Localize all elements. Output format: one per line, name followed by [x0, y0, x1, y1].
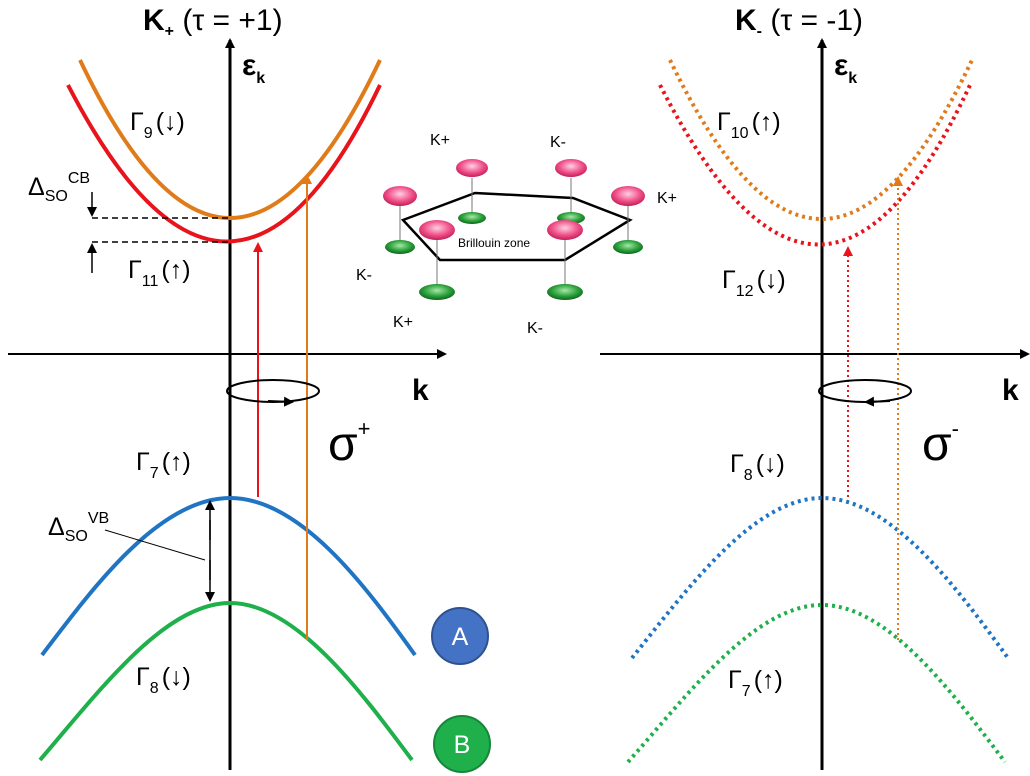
bz-site-top-left — [456, 159, 488, 224]
exciton-b-label: B — [454, 731, 471, 759]
bz-site-top-right — [555, 159, 587, 224]
right-gamma-cb-upper: Γ10(↑) — [717, 108, 781, 142]
right-panel-title: K- (τ = -1) — [735, 4, 863, 40]
left-delta-vb-label: ΔSOVB — [48, 510, 109, 545]
left-gamma-vb-upper: Γ7(↑) — [136, 448, 191, 482]
right-gamma-cb-lower: Γ12(↓) — [722, 266, 786, 300]
left-vb-leader-line — [105, 530, 205, 560]
left-polarization-ellipse — [227, 380, 319, 402]
bz-label-right: K+ — [657, 190, 677, 207]
right-polarization-label: σ- — [922, 416, 959, 471]
bz-label-top-left: K+ — [430, 132, 450, 149]
left-momentum-axis-label: k — [412, 374, 429, 407]
left-polarization-label: σ+ — [328, 416, 370, 471]
right-polarization-arrow — [866, 401, 890, 402]
right-gamma-vb-upper: Γ8(↓) — [730, 450, 785, 484]
bz-label-top-right: K- — [550, 134, 566, 151]
bz-label-bottom-right: K- — [527, 320, 543, 337]
right-cb-lower-band — [660, 85, 970, 245]
left-vb-lower-band — [40, 603, 412, 760]
left-gamma-vb-lower: Γ8(↓) — [136, 663, 191, 697]
bz-site-left — [383, 186, 417, 254]
brillouin-zone-label: Brillouin zone — [458, 236, 530, 250]
bz-label-bottom-left: K+ — [393, 314, 413, 331]
right-vb-upper-band — [632, 498, 1008, 658]
exciton-a-label: A — [452, 623, 469, 651]
left-panel: K+ (τ = +1) εk k ΔSOCB ΔSOVB — [8, 4, 490, 772]
left-gamma-cb-lower: Γ11(↑) — [128, 256, 191, 290]
bz-label-left: K- — [356, 267, 372, 284]
right-momentum-axis-label: k — [1002, 374, 1019, 407]
right-vb-lower-band — [628, 605, 1005, 762]
left-delta-cb-label: ΔSOCB — [28, 170, 90, 205]
right-gamma-vb-lower: Γ7(↑) — [728, 666, 783, 700]
left-panel-title: K+ (τ = +1) — [143, 4, 283, 40]
left-energy-axis-label: εk — [242, 49, 265, 87]
left-gamma-cb-upper: Γ9(↓) — [130, 108, 185, 142]
right-panel: K- (τ = -1) εk k Γ10(↑) Γ12(↓) Γ8(↓) Γ7(… — [600, 4, 1028, 770]
left-polarization-arrow — [268, 401, 292, 402]
right-energy-axis-label: εk — [834, 49, 857, 87]
bz-site-right — [611, 186, 645, 254]
right-polarization-ellipse — [819, 380, 911, 402]
brillouin-zone-inset: Brillouin zone — [356, 132, 677, 337]
